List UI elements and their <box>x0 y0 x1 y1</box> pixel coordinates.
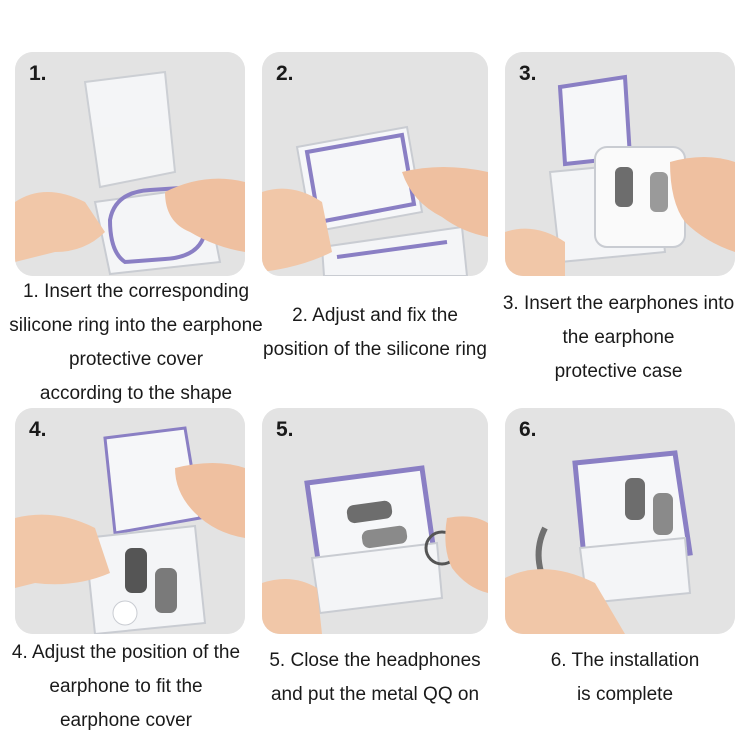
caption-line: earphone cover <box>59 710 193 731</box>
caption-line: is complete <box>576 684 674 705</box>
step-3-photo: 3. <box>505 52 735 276</box>
step-1-caption: 1. Insert the corresponding silicone rin… <box>0 275 272 411</box>
step-2-caption: 2. Adjust and fix the position of the si… <box>250 299 500 367</box>
step-2-photo: 2. <box>262 52 488 276</box>
step-1-number: 1. <box>29 62 47 85</box>
step-4-photo: 4. <box>15 408 245 634</box>
caption-line: position of the silicone ring <box>263 339 487 360</box>
step-3-number: 3. <box>519 62 537 85</box>
step-1-photo: 1. <box>15 52 245 276</box>
caption-line: 4. Adjust the position of the <box>11 642 241 663</box>
caption-line: 5. Close the headphones <box>269 650 481 671</box>
step-5-number: 5. <box>276 418 294 441</box>
caption-line: earphone to fit the <box>49 676 203 697</box>
step-5-photo: 5. <box>262 408 488 634</box>
caption-line: the earphone <box>562 327 675 348</box>
caption-line: protective case <box>554 361 683 382</box>
step-1-illustration <box>15 52 245 276</box>
caption-line: silicone ring into the earphone <box>9 315 263 336</box>
step-2-illustration <box>262 52 488 276</box>
step-6-photo: 6. <box>505 408 735 634</box>
step-3-illustration <box>505 52 735 276</box>
step-6-caption: 6. The installation is complete <box>500 644 750 712</box>
step-4-number: 4. <box>29 418 47 441</box>
caption-line: according to the shape <box>39 383 233 404</box>
step-3-caption: 3. Insert the earphones into the earphon… <box>487 287 750 389</box>
step-4-caption: 4. Adjust the position of the earphone t… <box>0 636 252 738</box>
step-5-caption: 5. Close the headphones and put the meta… <box>250 644 500 712</box>
caption-line: 2. Adjust and fix the <box>292 305 458 326</box>
caption-line: protective cover <box>68 349 204 370</box>
step-2-number: 2. <box>276 62 294 85</box>
caption-line: 3. Insert the earphones into <box>502 293 735 314</box>
step-6-illustration <box>505 408 735 634</box>
caption-line: 6. The installation <box>550 650 700 671</box>
caption-line: and put the metal QQ on <box>270 684 480 705</box>
step-6-number: 6. <box>519 418 537 441</box>
caption-line: 1. Insert the corresponding <box>22 281 250 302</box>
step-5-illustration <box>262 408 488 634</box>
step-4-illustration <box>15 408 245 634</box>
